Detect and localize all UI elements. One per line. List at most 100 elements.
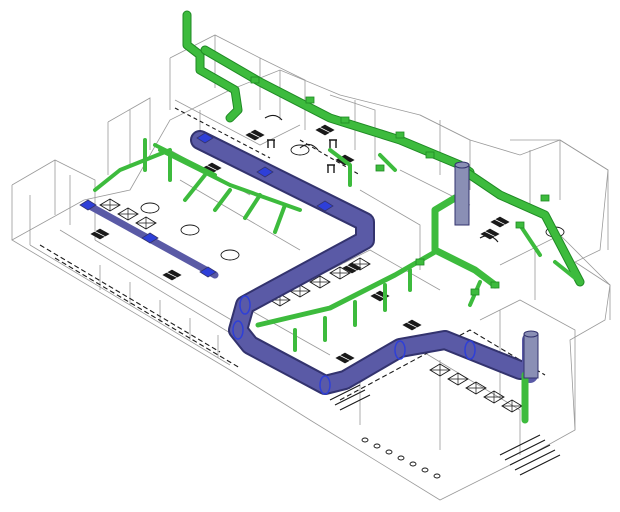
- return-duct-joint: [232, 320, 244, 340]
- diffuser-cross: [136, 217, 156, 229]
- grille-slat: [97, 232, 107, 238]
- fixture-icon: [327, 164, 335, 173]
- corridor-wall: [29, 229, 251, 366]
- return-grille-fitting: [199, 266, 217, 278]
- wall-room-g: [499, 234, 611, 320]
- floor-grille: [489, 216, 510, 228]
- plumbing-fixture: [433, 473, 441, 479]
- grille-slat: [342, 356, 352, 362]
- floor-grille: [314, 124, 335, 136]
- supply-main-right-body: [456, 164, 584, 286]
- supply-duct-fitting: [515, 221, 525, 229]
- plumbing-fixture: [361, 437, 369, 443]
- ceiling-diffuser: [429, 363, 451, 377]
- supply-duct-fitting: [415, 258, 425, 266]
- ceiling-diffuser: [349, 257, 371, 271]
- fixture-icon: [329, 139, 337, 148]
- round-diffuser: [140, 202, 160, 214]
- dashed-corridor-line: [39, 244, 221, 353]
- floor-grille: [341, 262, 362, 274]
- supply-duct-fitting: [540, 194, 550, 202]
- plumbing-fixture: [373, 443, 381, 449]
- round-diffuser: [180, 224, 200, 236]
- dashed-lower-line: [339, 329, 546, 401]
- round-diffuser: [290, 144, 310, 156]
- return-grille-fitting: [256, 166, 274, 178]
- partition-3: [359, 169, 471, 270]
- wall-room-f: [510, 139, 609, 250]
- diffuser-cross: [100, 199, 120, 211]
- supply-duct-fitting: [470, 288, 480, 296]
- ceiling-diffuser: [501, 399, 523, 413]
- plumbing-fixture: [409, 461, 417, 467]
- air-handling-unit-riser: [454, 161, 470, 226]
- plumbing-fixture: [397, 455, 405, 461]
- ceiling-diffuser: [117, 207, 139, 221]
- grille-slat: [169, 273, 179, 279]
- diffuser-cross: [350, 258, 370, 270]
- ceiling-diffuser: [329, 266, 351, 280]
- return-grille-fitting: [316, 200, 334, 212]
- supply-lower-run: [255, 249, 438, 328]
- supply-duct-fitting: [305, 96, 315, 104]
- grille-slat: [409, 323, 419, 329]
- floor-grille: [89, 228, 110, 240]
- ceiling-diffuser: [99, 198, 121, 212]
- dashed-corridor-line-2: [54, 257, 241, 369]
- diffuser-cross: [430, 364, 450, 376]
- plumbing-fixture: [385, 449, 393, 455]
- grille-slat: [209, 166, 219, 172]
- wall-left-room: [29, 175, 71, 245]
- ceiling-diffuser: [483, 390, 505, 404]
- diffuser-cross: [330, 267, 350, 279]
- supply-riser-top-body: [183, 11, 242, 122]
- ceiling-diffuser: [447, 372, 469, 386]
- supply-branch-left: [93, 143, 287, 234]
- diffuser-cross: [484, 391, 504, 403]
- floor-grille: [479, 228, 500, 240]
- diffuser-cross: [118, 208, 138, 220]
- supply-duct-fitting: [250, 76, 260, 84]
- stair-lines-left: [329, 384, 371, 411]
- grille-slat: [497, 220, 507, 226]
- supply-duct-fitting: [395, 131, 405, 139]
- fixture-icon: [267, 139, 275, 148]
- wall-room-a: [107, 97, 151, 175]
- ceiling-diffuser: [465, 381, 487, 395]
- ceiling-diffuser: [135, 216, 157, 230]
- diffuser-cross: [466, 382, 486, 394]
- diffuser-cross: [502, 400, 522, 412]
- round-diffuser: [220, 249, 240, 261]
- grille-slat: [349, 266, 359, 272]
- floor-grille: [401, 319, 422, 331]
- stair-lines: [499, 434, 561, 476]
- ceiling-diffuser: [309, 275, 331, 289]
- return-grille-fitting: [79, 199, 97, 211]
- return-grille-fitting: [196, 132, 214, 144]
- exhaust-fan-riser: [523, 330, 539, 379]
- return-duct-joint: [394, 340, 406, 360]
- return-duct-joint: [464, 340, 476, 360]
- supply-branch-upper: [143, 138, 302, 212]
- return-duct-body: [192, 132, 528, 393]
- diffuser-cross: [290, 285, 310, 297]
- supply-branch-lower: [293, 268, 412, 352]
- wall-left-wing: [11, 159, 96, 240]
- supply-duct-fitting: [490, 281, 500, 289]
- return-duct-fittings: [79, 132, 476, 395]
- diffuser-cross: [310, 276, 330, 288]
- equipment: [454, 161, 539, 379]
- floor-grilles: [89, 124, 510, 364]
- floor-grille: [161, 269, 182, 281]
- diffuser-cross: [448, 373, 468, 385]
- supply-duct-fitting: [340, 116, 350, 124]
- supply-duct-fitting: [425, 151, 435, 159]
- floor-grille: [334, 352, 355, 364]
- plumbing-fixture: [421, 467, 429, 473]
- corridor-posts: [99, 265, 219, 358]
- floor-grille: [244, 129, 265, 141]
- grille-slat: [252, 133, 262, 139]
- supply-branch-mid: [328, 148, 397, 187]
